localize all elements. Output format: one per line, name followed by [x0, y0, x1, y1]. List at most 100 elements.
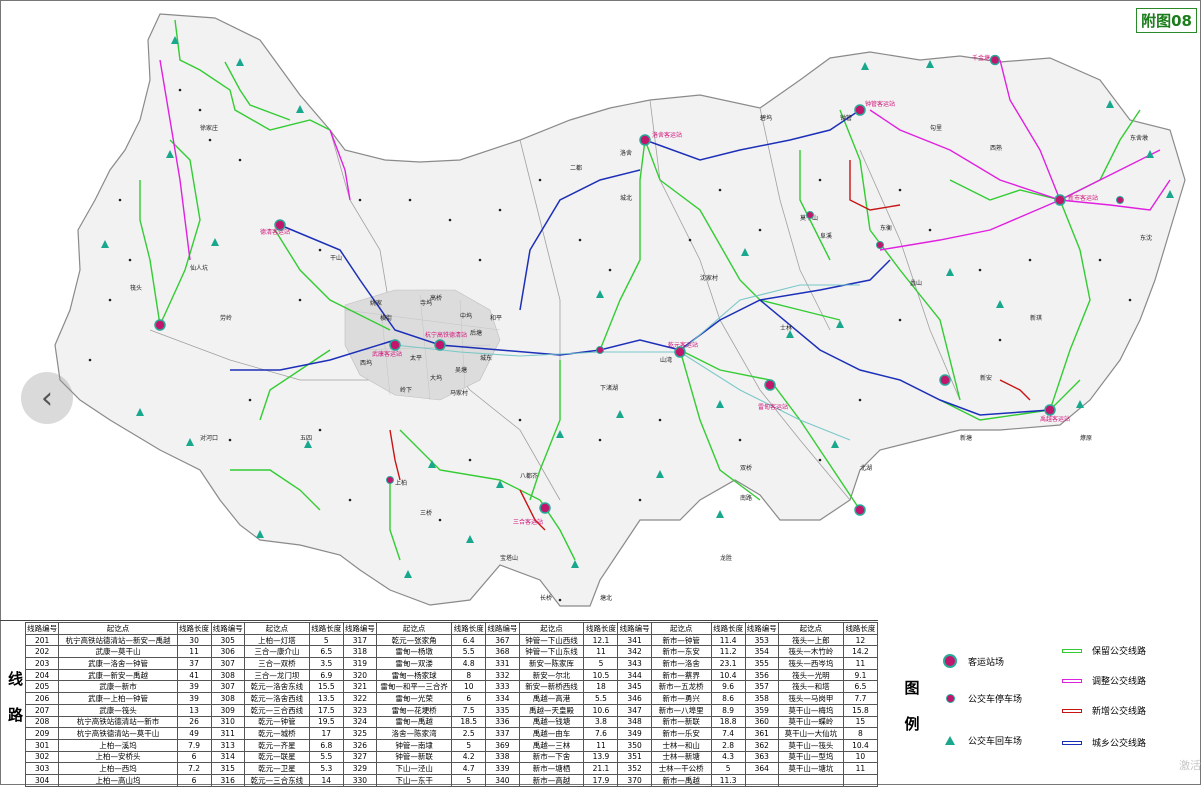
- route-cell: 雷甸—双溇: [376, 657, 453, 670]
- route-cell: 6.9: [308, 668, 344, 682]
- route-cell: 洛舍—陈家湾: [376, 727, 453, 740]
- station-yuyue[interactable]: 禹越客运站: [1040, 404, 1070, 423]
- new-line-swatch: [1062, 708, 1082, 713]
- route-cell: 筏头—西岑坞: [777, 657, 844, 670]
- route-cell: 乾元—张家角: [376, 633, 453, 647]
- route-cell: 11: [583, 645, 619, 659]
- station-deqing[interactable]: 德清客运站: [260, 219, 290, 236]
- route-cell: 17.5: [308, 703, 344, 717]
- route-cell: 10.6: [583, 703, 619, 717]
- route-cell: 209: [24, 727, 60, 740]
- route-cell: 士林—干公桥: [650, 762, 712, 775]
- route-cell: 新市—八埠里: [650, 703, 712, 717]
- svg-text:新市客运站: 新市客运站: [1068, 194, 1098, 202]
- svg-text:三合客运站: 三合客运站: [513, 518, 543, 526]
- station-qianyuan[interactable]: 乾元客运站: [668, 341, 698, 358]
- station-luoshe[interactable]: 洛舍客运站: [639, 131, 682, 146]
- route-cell: 19.5: [308, 715, 344, 729]
- route-cell: 370: [617, 773, 652, 787]
- route-cell: 331: [485, 657, 520, 670]
- route-cell: 208: [24, 715, 60, 729]
- route-cell: 21.1: [583, 762, 619, 775]
- route-cell: 6.8: [308, 738, 344, 752]
- place-label: 东衡: [880, 224, 892, 232]
- station-sanhe[interactable]: 三合客运站: [513, 502, 551, 526]
- legend-passenger-station: 客运站场: [940, 654, 1004, 668]
- route-header-cell: 起讫点: [376, 622, 453, 635]
- bus-depot-icon: [945, 694, 955, 703]
- route-cell: 368: [485, 645, 520, 659]
- route-cell: 禹越—三林: [518, 738, 585, 752]
- city-place-label: 寺坞: [420, 299, 432, 307]
- place-label: 东舍墩: [1130, 134, 1148, 142]
- place-label: 塘北: [600, 594, 612, 602]
- route-cell: 10.4: [842, 738, 879, 752]
- bus-turnaround-icon: [945, 736, 955, 745]
- route-cell: 11: [583, 738, 619, 752]
- station-fatou: [154, 319, 166, 331]
- city-place-label: 岭下: [400, 386, 412, 394]
- route-cell: 4.8: [451, 657, 487, 670]
- route-cell: 4.2: [451, 750, 487, 764]
- route-cell: 319: [342, 657, 378, 670]
- route-cell: 莫干山—筏头: [777, 738, 844, 752]
- station-qianjintang[interactable]: 千金塘: [972, 54, 1001, 66]
- route-cell: 新安—尔北: [518, 668, 585, 682]
- route-cell: 315: [210, 762, 245, 775]
- route-cell: 雷甸—花埂桥: [376, 703, 453, 717]
- station-wukang[interactable]: 武康客运站: [372, 339, 402, 358]
- route-cell: 306: [210, 645, 245, 659]
- watermark: 激活: [1179, 759, 1201, 772]
- route-cell: 10.5: [583, 668, 619, 682]
- route-cell: 317: [342, 633, 378, 647]
- route-cell: 新市—新联: [650, 715, 712, 729]
- route-cell: 10.4: [710, 668, 746, 682]
- route-cell: 禹越—由车: [518, 727, 585, 740]
- urban-rural-line-swatch: [1062, 740, 1082, 745]
- route-cell: 6.5: [308, 645, 344, 659]
- station-leidian[interactable]: 雷甸客运站: [758, 379, 788, 411]
- route-cell: 11: [176, 645, 212, 659]
- route-header-cell: 线路长度: [710, 622, 746, 635]
- station-hangning-rail[interactable]: 杭宁高铁德清站: [425, 331, 467, 351]
- route-header-cell: 线路长度: [308, 622, 344, 635]
- place-label: 西熟: [990, 144, 1002, 152]
- route-cell: 5.5: [451, 645, 487, 659]
- route-cell: 5: [710, 762, 746, 775]
- legend-urban-rural-line: 城乡公交线路: [1062, 736, 1146, 749]
- route-cell: 乾元—联星: [243, 750, 310, 764]
- place-label: 二都: [570, 164, 582, 172]
- route-cell: 330: [342, 773, 378, 787]
- svg-text:千金塘: 千金塘: [972, 54, 990, 62]
- village-dots: [88, 88, 1132, 602]
- route-cell: 杭宁高铁站德清站—新安—禹越: [58, 633, 178, 647]
- station-zhongguan[interactable]: 钟管客运站: [854, 100, 895, 116]
- back-button[interactable]: ‹: [21, 372, 73, 424]
- route-header-cell: 线路编号: [744, 622, 779, 635]
- route-header-cell: 起讫点: [518, 622, 585, 635]
- route-cell: 上柏—安桥头: [58, 750, 178, 764]
- route-cell: 358: [744, 692, 779, 705]
- route-cell: 5.5: [583, 692, 619, 705]
- place-label: 新安: [980, 374, 992, 382]
- svg-text:雷甸客运站: 雷甸客运站: [758, 403, 788, 411]
- route-cell: 6: [176, 773, 212, 787]
- new-routes: [389, 160, 1031, 531]
- place-label: 三桥: [420, 509, 432, 517]
- route-cell: [842, 773, 879, 787]
- route-cell: 11: [842, 657, 879, 670]
- route-cell: 342: [617, 645, 652, 659]
- place-label: 新塘: [960, 434, 972, 442]
- route-cell: 14: [308, 773, 344, 787]
- place-label: 高桥: [430, 294, 442, 302]
- station-xinshi[interactable]: 新市客运站: [1054, 194, 1098, 206]
- county-road-network: [394, 284, 860, 441]
- route-cell: 禹越—高港: [518, 692, 585, 705]
- route-cell: 7.6: [583, 727, 619, 740]
- route-cell: 39: [176, 680, 212, 694]
- route-cell: 乾元—洛舍西线: [243, 692, 310, 705]
